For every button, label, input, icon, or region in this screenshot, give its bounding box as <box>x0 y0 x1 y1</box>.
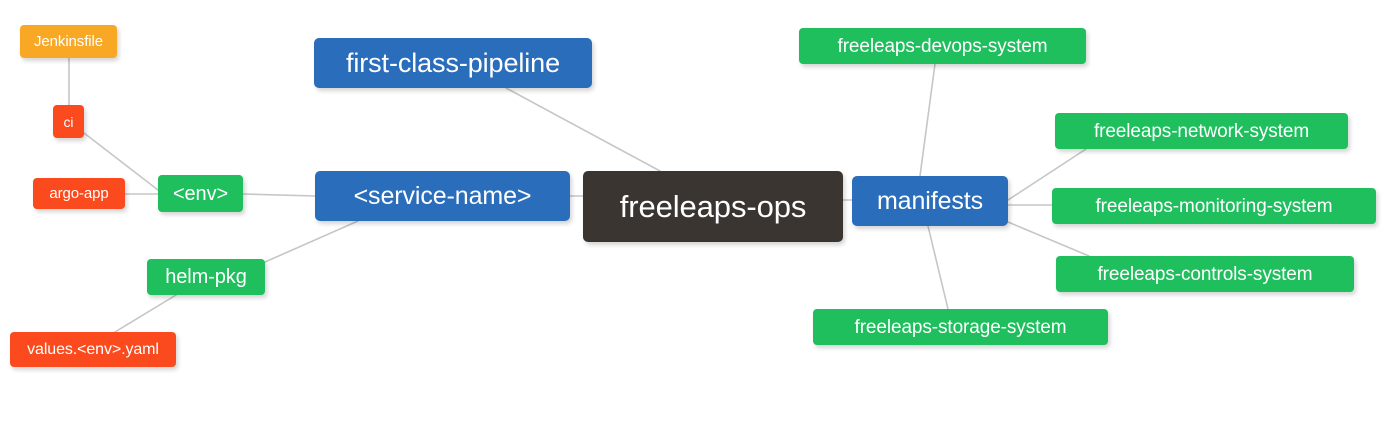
node-freeleaps-controls-system[interactable]: freeleaps-controls-system <box>1056 256 1354 292</box>
node-service-name[interactable]: <service-name> <box>315 171 570 221</box>
edge-manifests-to-freeleaps-devops-system <box>919 63 936 177</box>
node-label-freeleaps-devops-system: freeleaps-devops-system <box>837 35 1048 57</box>
node-helm-pkg[interactable]: helm-pkg <box>147 259 265 295</box>
node-label-ci: ci <box>63 113 74 130</box>
node-label-manifests: manifests <box>876 186 984 215</box>
node-label-service-name: <service-name> <box>353 181 532 210</box>
node-label-jenkinsfile: Jenkinsfile <box>34 33 103 50</box>
node-label-freeleaps-network-system: freeleaps-network-system <box>1093 120 1310 142</box>
node-label-freeleaps-controls-system: freeleaps-controls-system <box>1097 263 1313 285</box>
node-freeleaps-storage-system[interactable]: freeleaps-storage-system <box>813 309 1108 345</box>
node-label-values-yaml: values.<env>.yaml <box>27 340 159 358</box>
node-manifests[interactable]: manifests <box>852 176 1008 226</box>
node-label-env: <env> <box>172 182 229 205</box>
node-freeleaps-ops[interactable]: freeleaps-ops <box>583 171 843 242</box>
node-label-helm-pkg: helm-pkg <box>165 266 247 288</box>
node-freeleaps-devops-system[interactable]: freeleaps-devops-system <box>799 28 1086 64</box>
node-freeleaps-network-system[interactable]: freeleaps-network-system <box>1055 113 1348 149</box>
node-env[interactable]: <env> <box>158 175 243 212</box>
node-label-argo-app: argo-app <box>49 185 109 202</box>
node-argo-app[interactable]: argo-app <box>33 178 125 209</box>
edge-manifests-to-freeleaps-storage-system <box>927 225 949 310</box>
node-label-freeleaps-monitoring-system: freeleaps-monitoring-system <box>1095 195 1333 217</box>
node-label-freeleaps-ops: freeleaps-ops <box>619 189 807 224</box>
node-freeleaps-monitoring-system[interactable]: freeleaps-monitoring-system <box>1052 188 1376 224</box>
node-label-freeleaps-storage-system: freeleaps-storage-system <box>854 316 1067 338</box>
node-jenkinsfile[interactable]: Jenkinsfile <box>20 25 117 58</box>
edge-helm-pkg-to-service-name <box>264 220 359 263</box>
node-label-first-class-pipeline: first-class-pipeline <box>345 47 561 78</box>
node-first-class-pipeline[interactable]: first-class-pipeline <box>314 38 592 88</box>
node-values-yaml[interactable]: values.<env>.yaml <box>10 332 176 367</box>
node-ci[interactable]: ci <box>53 105 84 138</box>
edge-values-yaml-to-helm-pkg <box>114 294 177 333</box>
edge-env-to-service-name <box>242 193 316 197</box>
edge-manifests-to-freeleaps-controls-system <box>1007 221 1090 257</box>
edge-first-class-pipeline-to-freeleaps-ops <box>505 87 661 172</box>
